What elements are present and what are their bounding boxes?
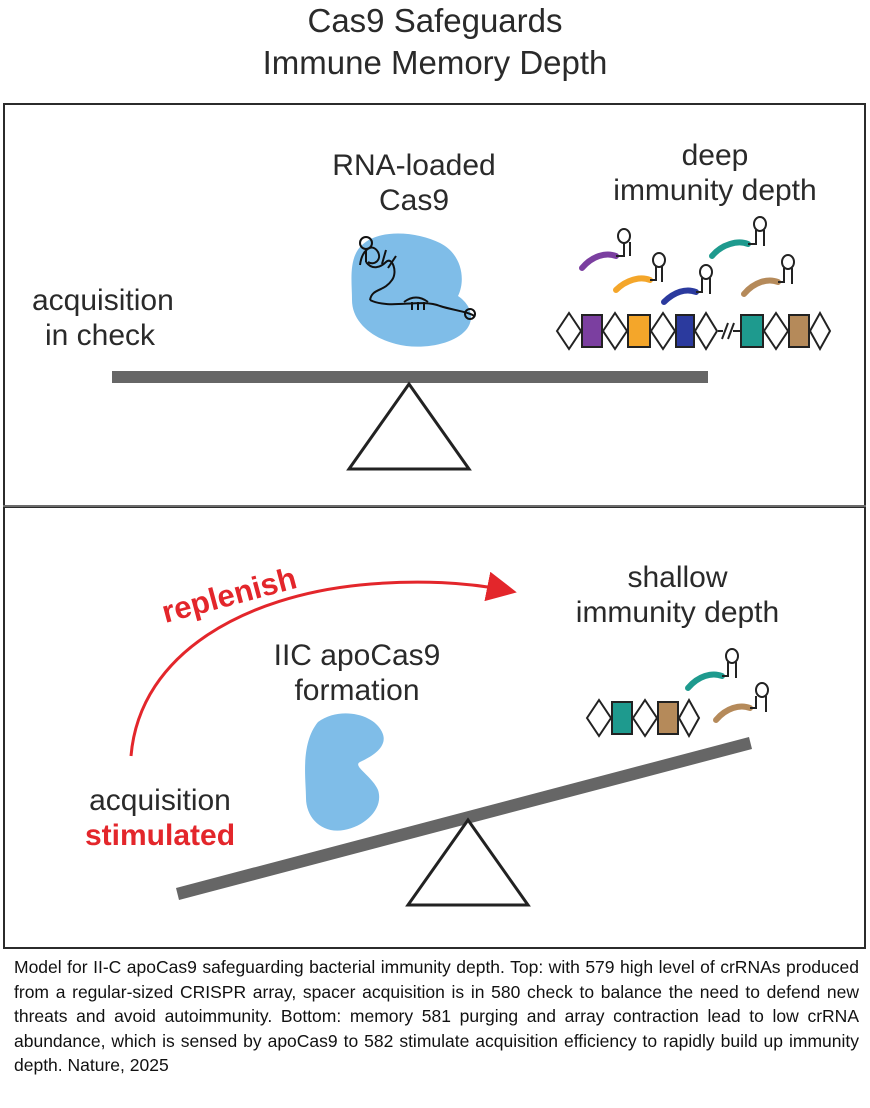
title-line-2: Immune Memory Depth [262, 44, 608, 81]
acquisition-stimulated-label-line-2: stimulated [84, 819, 236, 852]
bottom-crispr-array [585, 697, 701, 739]
iic-apocas9-formation-label-line-1: IIC apoCas9 [273, 639, 441, 672]
replenish-arrow [129, 571, 517, 757]
top-crispr-array [555, 310, 832, 352]
deep-immunity-depth-label-line-1: deep [681, 139, 749, 172]
rna-loaded-cas9-label-line-2: Cas9 [378, 184, 450, 217]
deep-immunity-depth-label-line-2: immunity depth [613, 174, 817, 207]
top-crrna-orange [613, 252, 666, 293]
rna-loaded-cas9-label-line-1: RNA-loaded [332, 149, 496, 182]
deep-immunity-depth-label: deep immunity depth [580, 138, 850, 208]
iic-apocas9-formation-label-line-2: formation [294, 674, 420, 707]
top-crrna-teal [709, 216, 767, 259]
bottom-crrna-brown [713, 682, 769, 723]
bottom-fulcrum [405, 817, 531, 907]
top-balance-beam [112, 371, 708, 383]
acquisition-in-check-label-line-1: acquisition [32, 284, 174, 317]
bottom-balance-beam [176, 737, 752, 900]
top-crrna-blue [661, 264, 713, 305]
acquisition-stimulated-label-line-1: acquisition [89, 784, 231, 817]
title-line-1: Cas9 Safeguards [307, 2, 563, 39]
apocas9-icon [305, 713, 384, 831]
acquisition-in-check-label-line-2: in check [45, 319, 156, 352]
rna-loaded-cas9-label: RNA-loaded Cas9 [314, 148, 514, 218]
acquisition-stimulated-label: acquisition stimulated [60, 783, 260, 853]
iic-apocas9-formation-label: IIC apoCas9 formation [252, 638, 462, 708]
shallow-immunity-depth-label-line-1: shallow [627, 561, 728, 594]
shallow-immunity-depth-label-line-2: immunity depth [575, 596, 780, 629]
acquisition-in-check-label: acquisition in check [32, 283, 174, 353]
shallow-immunity-depth-label: shallow immunity depth [535, 560, 820, 630]
figure-caption: Model for II-C apoCas9 safeguarding bact… [14, 957, 859, 1075]
bottom-crrna-teal [685, 648, 739, 691]
top-crrna-purple [579, 228, 631, 271]
top-crrna-brown [741, 254, 795, 297]
figure-title: Cas9 Safeguards Immune Memory Depth [0, 0, 870, 84]
rna-loaded-cas9-icon [351, 233, 476, 347]
top-fulcrum [346, 381, 472, 471]
panel-divider [3, 505, 866, 507]
